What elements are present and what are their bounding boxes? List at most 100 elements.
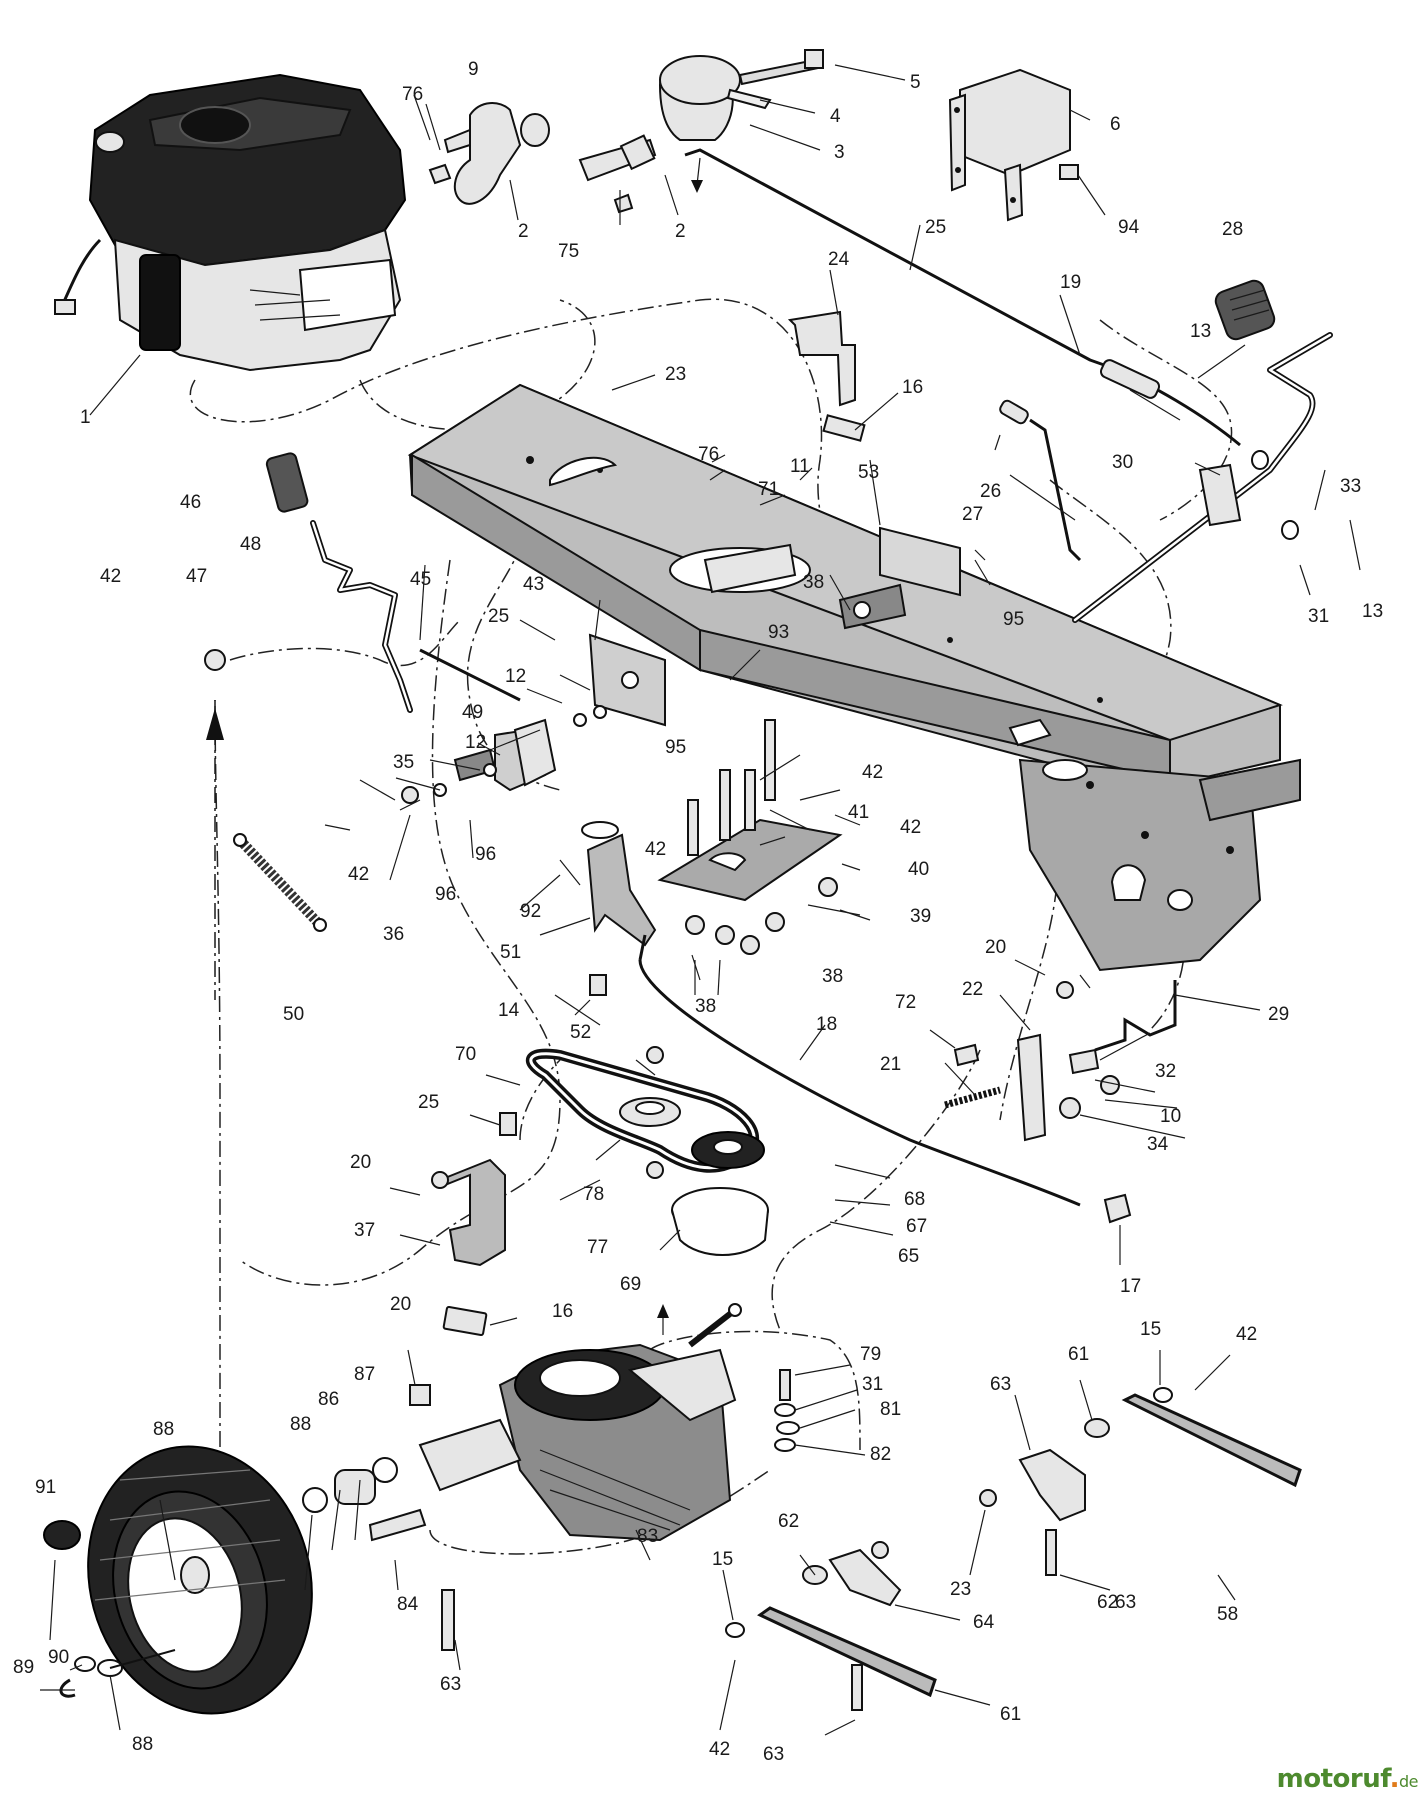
idler-bracket	[581, 821, 657, 996]
callout-89: 88	[153, 1419, 174, 1440]
callout-42: 42	[645, 839, 666, 860]
callout-50: 49	[462, 702, 483, 723]
callout-78: 77	[587, 1237, 608, 1258]
leader-lines	[40, 64, 1361, 1736]
callout-4: 4	[830, 106, 841, 127]
callout-58: 53	[858, 462, 879, 483]
callout-1: 1	[80, 407, 91, 428]
left-bracket	[431, 1112, 517, 1267]
callout-12: 12	[465, 732, 486, 753]
heat-shield-bracket	[948, 68, 1079, 222]
muffler-assembly	[428, 49, 824, 214]
callout-83: 82	[870, 1444, 891, 1465]
callout-62: 62	[778, 1511, 799, 1532]
callout-25: 25	[925, 217, 946, 238]
callout-46: 45	[410, 569, 431, 590]
callout-51: 50	[283, 1004, 304, 1025]
main-frame	[407, 383, 1301, 972]
control-cable	[638, 934, 1132, 1224]
callout-37: 37	[354, 1220, 375, 1241]
callout-16: 16	[552, 1301, 573, 1322]
callout-87: 86	[318, 1389, 339, 1410]
axle-parts	[302, 1369, 800, 1651]
tie-rods	[725, 1387, 1302, 1711]
callout-20: 20	[390, 1294, 411, 1315]
transaxle	[418, 1303, 742, 1542]
callout-2: 2	[675, 221, 686, 242]
callout-18: 18	[816, 1014, 837, 1035]
callout-63: 63	[763, 1744, 784, 1765]
callout-28: 28	[1222, 219, 1243, 240]
engine	[54, 73, 407, 372]
callout-64: 63	[990, 1374, 1011, 1395]
callout-labels: 1 2 2 3 4 5 6 9 10 11 12 12 13 13 14 15 …	[13, 59, 1383, 1765]
right-linkage	[944, 980, 1177, 1142]
callout-20: 20	[985, 937, 1006, 958]
callout-79: 78	[583, 1184, 604, 1205]
callout-63: 62	[1097, 1592, 1118, 1613]
callout-13: 13	[1190, 321, 1211, 342]
callout-10: 10	[1160, 1106, 1181, 1127]
callout-42: 42	[348, 864, 369, 885]
shift-lever	[1072, 279, 1333, 623]
callout-92: 91	[35, 1477, 56, 1498]
callout-52: 51	[500, 942, 521, 963]
callout-61: 58	[1217, 1604, 1238, 1625]
callout-21: 21	[880, 1054, 901, 1075]
callout-25: 25	[418, 1092, 439, 1113]
callout-95: 95	[1003, 609, 1024, 630]
plate-lower	[442, 1306, 488, 1336]
watermark-tld: de	[1399, 1772, 1419, 1791]
callout-36: 36	[383, 924, 404, 945]
callout-93: 92	[520, 901, 541, 922]
callout-38: 38	[695, 996, 716, 1017]
callout-2: 2	[518, 221, 529, 242]
callout-34: 34	[1147, 1134, 1169, 1155]
callout-68: 67	[906, 1216, 927, 1237]
callout-88: 87	[354, 1364, 375, 1385]
callout-67: 65	[898, 1246, 919, 1267]
callout-42: 42	[900, 817, 921, 838]
callout-45: 43	[523, 574, 544, 595]
control-rods	[684, 148, 1241, 562]
mounting-plate	[657, 719, 843, 955]
callout-81: 79	[860, 1344, 881, 1365]
callout-41: 41	[848, 802, 869, 823]
callout-47: 46	[180, 492, 201, 513]
callout-40: 40	[908, 859, 929, 880]
belt-pulleys	[526, 1046, 769, 1256]
callout-84: 83	[637, 1526, 658, 1547]
callout-88: 88	[290, 1414, 311, 1435]
callout-38: 38	[822, 966, 843, 987]
callout-6: 6	[1110, 114, 1121, 135]
callout-16: 16	[902, 377, 923, 398]
direction-arrow	[206, 700, 224, 1000]
callout-91: 90	[48, 1647, 69, 1668]
callout-13: 13	[1362, 601, 1383, 622]
callout-75: 72	[895, 992, 916, 1013]
callout-69: 68	[904, 1189, 925, 1210]
callout-26: 26	[980, 481, 1001, 502]
callout-35: 35	[393, 752, 414, 773]
callout-49: 48	[240, 534, 261, 555]
callout-3: 3	[834, 142, 845, 163]
callout-71: 70	[455, 1044, 476, 1065]
callout-96: 95	[665, 737, 686, 758]
callout-29: 29	[1268, 1004, 1289, 1025]
callout-48: 47	[186, 566, 207, 587]
motoruf-watermark: motoruf.de	[1276, 1764, 1419, 1794]
callout-12: 12	[505, 666, 526, 687]
callout-96: 96	[435, 884, 456, 905]
callout-31: 31	[1308, 606, 1329, 627]
callout-63: 63	[1115, 1592, 1136, 1613]
callout-63: 63	[440, 1674, 461, 1695]
pedal-rod	[204, 452, 521, 713]
callout-23: 23	[950, 1579, 971, 1600]
callout-42: 42	[1236, 1324, 1257, 1345]
callout-65: 64	[973, 1612, 995, 1633]
callout-72: 71	[758, 479, 779, 500]
callout-24: 24	[828, 249, 850, 270]
callout-76: 76	[698, 444, 719, 465]
callout-23: 23	[665, 364, 686, 385]
